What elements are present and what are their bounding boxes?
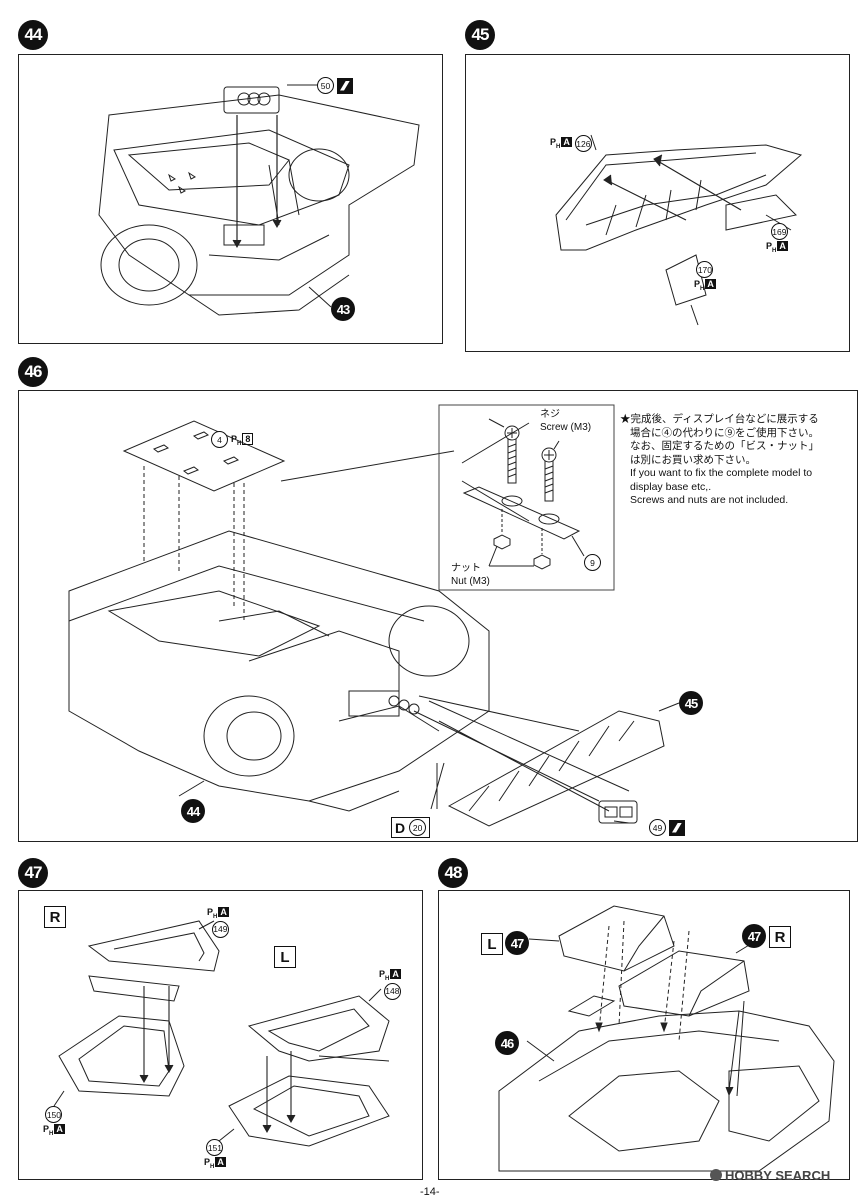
step-48-right-label: R [769, 926, 791, 948]
watermark: HOBBY SEARCH [710, 1168, 830, 1183]
decal-icon [337, 77, 353, 94]
step-44-drawing [98, 84, 420, 316]
step-48-left-label: L [481, 933, 503, 955]
step-48-sub-47-right: 47 [742, 924, 766, 948]
step-48-panel: L 47 47 R 46 [438, 890, 850, 1180]
nut-label-jp: ナット [451, 563, 481, 574]
step-46-sub-44: 44 [181, 799, 205, 823]
note-line: If you want to fix the complete model to [630, 467, 813, 479]
step-46-note: ★完成後、ディスプレイ台などに展示する 場合に④の代わりに⑨をご使用下さい。 な… [620, 413, 819, 508]
step-46-part-9: 9 [584, 554, 601, 571]
step-45-badge: 45 [465, 20, 495, 50]
step-48-badge: 48 [438, 858, 468, 888]
screw-label-jp: ネジ [540, 409, 560, 420]
step-47-badge: 47 [18, 858, 48, 888]
watermark-logo-icon [710, 1169, 722, 1181]
note-line: 場合に④の代わりに⑨をご使用下さい。 [630, 426, 819, 439]
step-46-part-49: 49 [649, 819, 685, 836]
step-47-drawing [53, 920, 390, 1147]
page-number: -14- [420, 1186, 440, 1198]
note-line: なお、固定するための「ビス・ナット」 [630, 440, 819, 452]
step-47-left-label: L [274, 946, 296, 968]
step-44-badge: 44 [18, 20, 48, 50]
step-44-part-50: 50 [317, 77, 353, 94]
note-line: display base etc,. [630, 480, 712, 493]
note-line: Screws and nuts are not included. [630, 494, 789, 506]
step-46-drawing [68, 404, 680, 827]
note-line: は別にお買い求め下さい。 [630, 453, 756, 466]
step-48-sub-47-left: 47 [505, 931, 529, 955]
nut-label-en: Nut (M3) [451, 576, 490, 587]
step-46-badge: 46 [18, 357, 48, 387]
decal-icon [669, 819, 685, 836]
step-47-right-label: R [44, 906, 66, 928]
step-46-part-d20: D 20 [391, 817, 431, 838]
step-44-panel: 50 43 [18, 54, 443, 344]
note-line: ★完成後、ディスプレイ台などに展示する [620, 413, 819, 425]
step-45-drawing [555, 134, 803, 326]
step-44-sub-43: 43 [331, 297, 355, 321]
screw-label-en: Screw (M3) [540, 422, 592, 433]
step-46-sub-45: 45 [679, 691, 703, 715]
step-48-sub-46: 46 [495, 1031, 519, 1055]
